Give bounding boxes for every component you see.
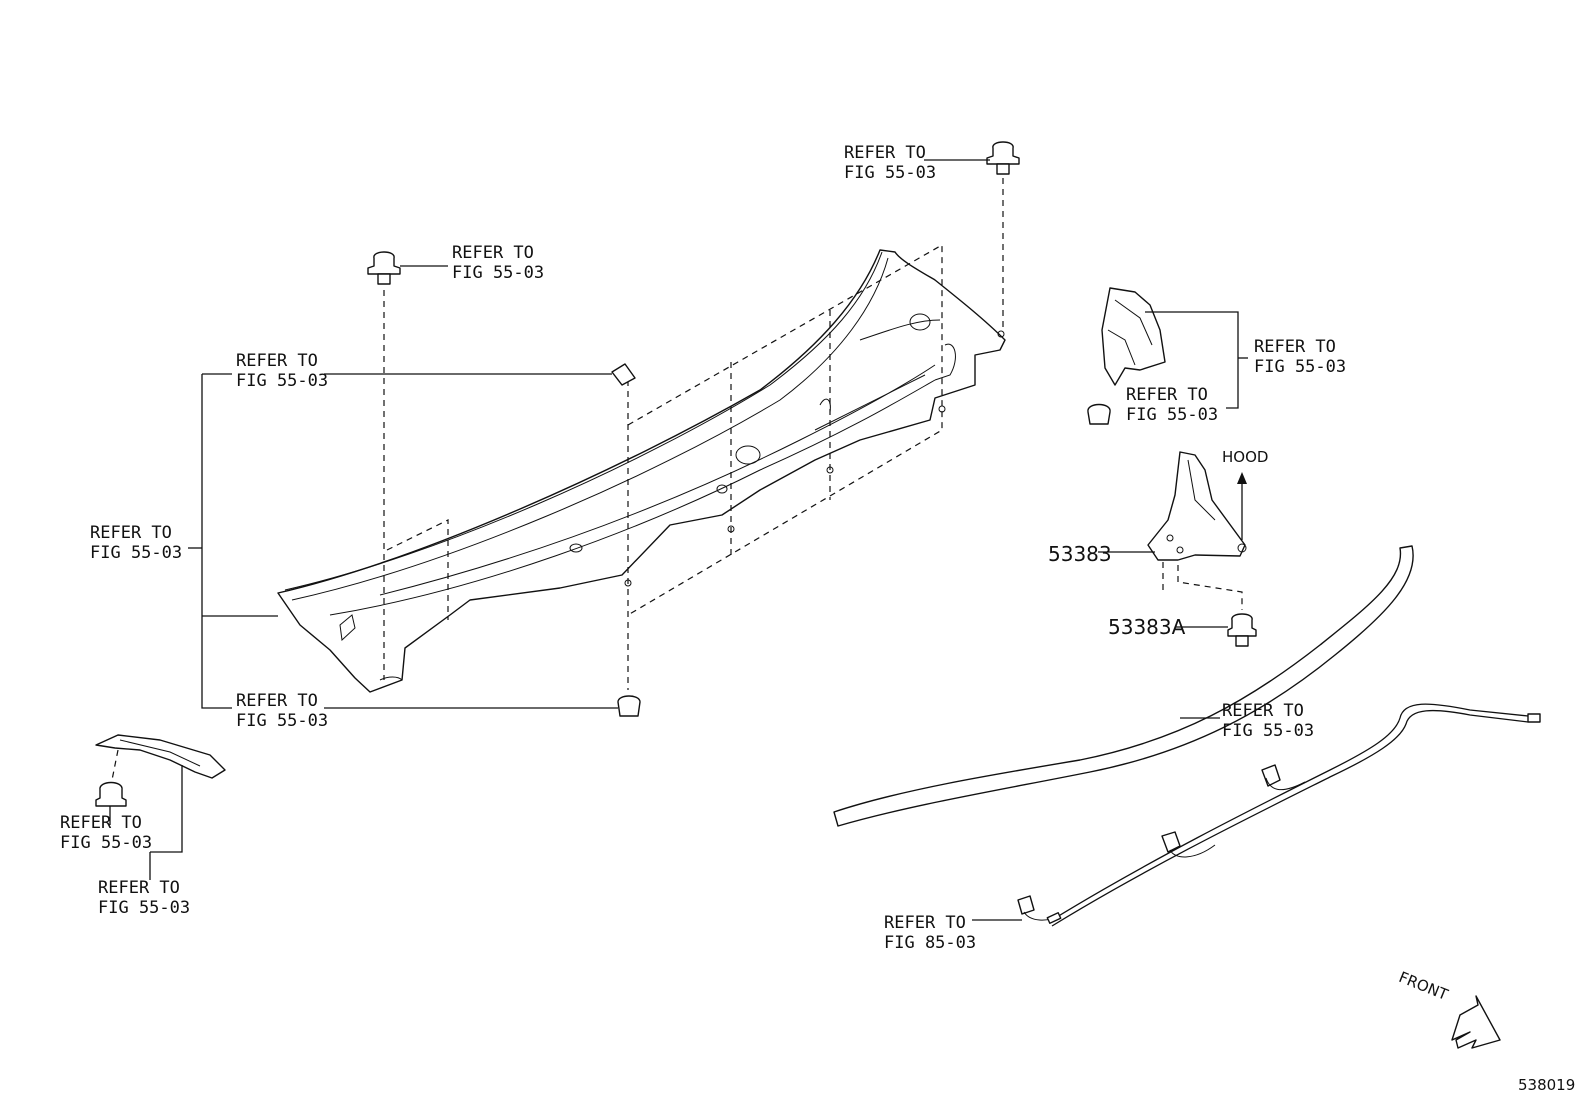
illustration-number: 538019 (1518, 1076, 1575, 1094)
label-refer-seal-1: REFER TO (1222, 701, 1304, 721)
label-fig-clip-side: FIG 55-03 (1126, 405, 1218, 425)
label-fig-left-mid: FIG 55-03 (90, 543, 182, 563)
label-front: FRONT (1396, 968, 1451, 1004)
label-refer-side-upper-1: REFER TO (1254, 337, 1336, 357)
label-refer-left-lower-1: REFER TO (236, 691, 318, 711)
label-refer-top-right-1: REFER TO (844, 143, 926, 163)
side-panel-lower-left (95, 734, 226, 880)
label-fig-left-lower: FIG 55-03 (236, 711, 328, 731)
clip-top-left (367, 251, 401, 285)
cowl-top-panel (277, 249, 1006, 693)
label-refer-cable-1: REFER TO (884, 913, 966, 933)
label-part-53383: 53383 (1048, 542, 1112, 566)
callout-labels: REFER TO FIG 55-03 REFER TO FIG 55-03 RE… (60, 143, 1575, 1094)
label-fig-left-upper: FIG 55-03 (236, 371, 328, 391)
label-refer-lower-left-a-1: REFER TO (60, 813, 142, 833)
label-fig-cable: FIG 85-03 (884, 933, 976, 953)
label-refer-left-upper-1: REFER TO (236, 351, 318, 371)
side-cover-upper (1087, 287, 1248, 425)
panel-dashed-outlines (383, 178, 1004, 690)
label-fig-top-right: FIG 55-03 (844, 163, 936, 183)
clip-pad (611, 363, 636, 386)
clip-bottom (617, 695, 641, 717)
refer-brackets-left (188, 159, 990, 709)
clip-top-right (986, 141, 1020, 175)
label-refer-clip-side-1: REFER TO (1126, 385, 1208, 405)
hood-release-cable (972, 703, 1541, 927)
label-fig-top-center: FIG 55-03 (452, 263, 544, 283)
label-hood: HOOD (1222, 448, 1268, 466)
label-refer-lower-left-b-1: REFER TO (98, 878, 180, 898)
bracket-53383 (1098, 451, 1257, 647)
hood-seal (833, 545, 1414, 827)
label-part-53383A: 53383A (1108, 615, 1186, 639)
front-arrow-icon (1451, 995, 1501, 1049)
label-refer-top-center-1: REFER TO (452, 243, 534, 263)
label-refer-left-mid-1: REFER TO (90, 523, 172, 543)
label-fig-side-upper: FIG 55-03 (1254, 357, 1346, 377)
label-fig-seal: FIG 55-03 (1222, 721, 1314, 741)
label-fig-lower-left-b: FIG 55-03 (98, 898, 190, 918)
label-fig-lower-left-a: FIG 55-03 (60, 833, 152, 853)
